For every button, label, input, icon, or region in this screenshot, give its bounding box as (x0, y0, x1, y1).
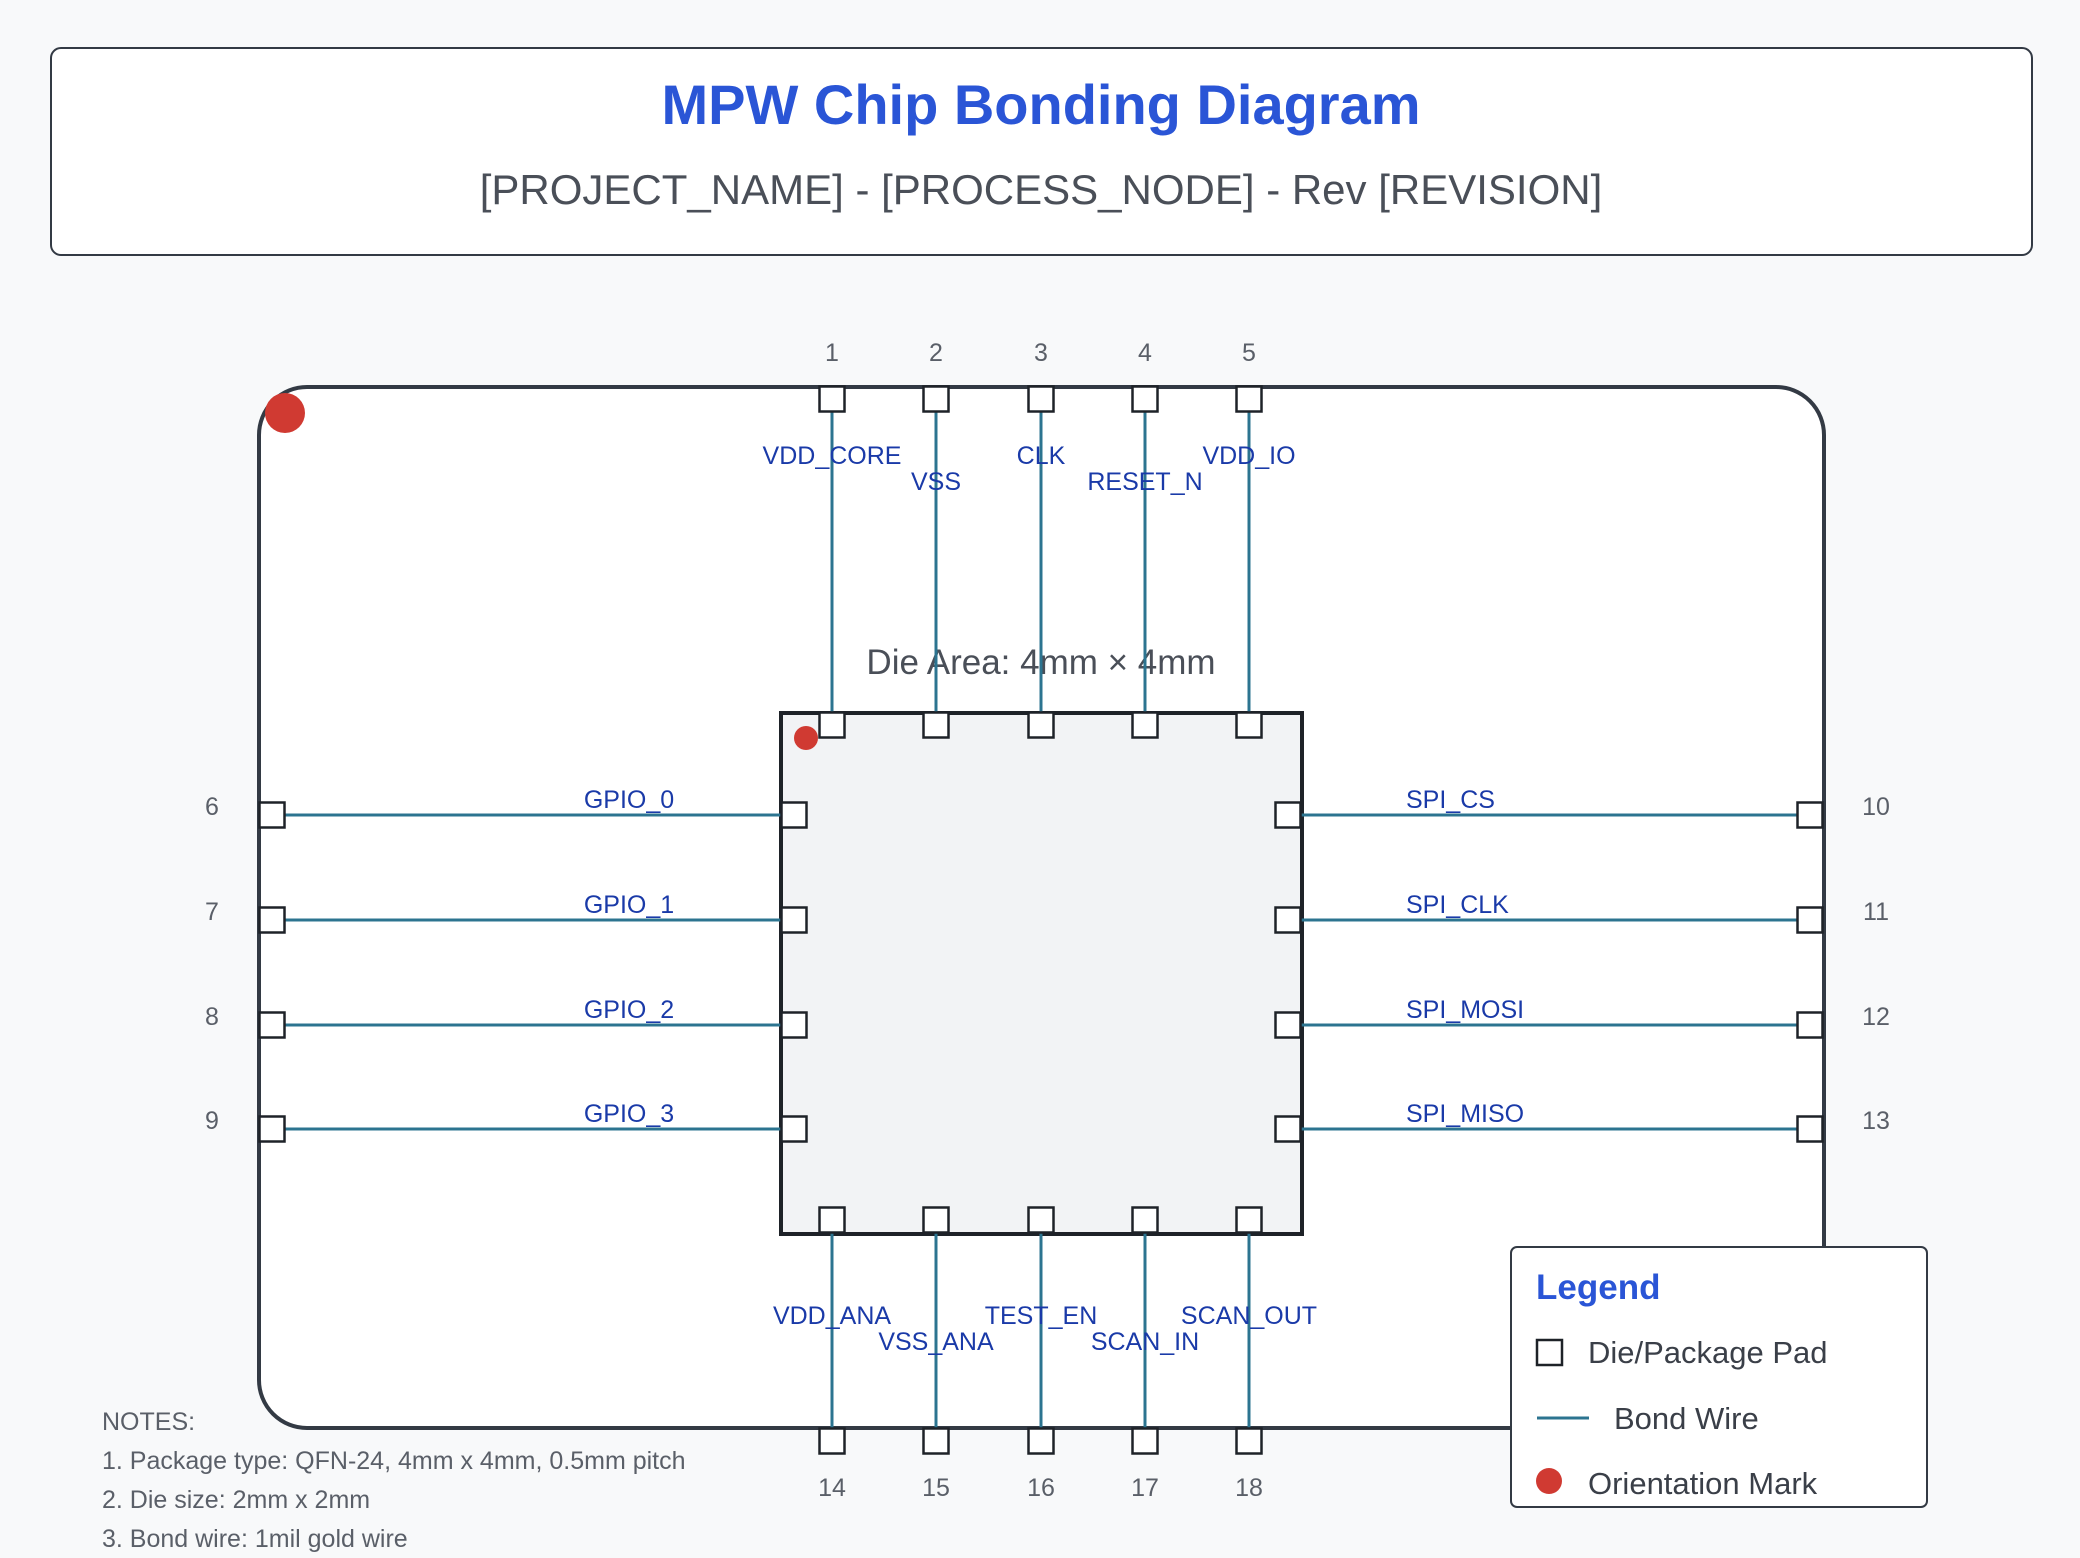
die-pad-14 (818, 1206, 846, 1234)
pin-label-clk: CLK (1017, 442, 1066, 470)
pin-label-test-en: TEST_EN (985, 1302, 1098, 1330)
die-pad-5 (1235, 711, 1263, 739)
legend-pad-label: Die/Package Pad (1588, 1335, 1828, 1370)
pin-label-gpio-1: GPIO_1 (584, 891, 674, 919)
pin-label-scan-in: SCAN_IN (1091, 1328, 1199, 1356)
pin-label-gpio-2: GPIO_2 (584, 996, 674, 1024)
package-pad-12 (1796, 1011, 1824, 1039)
package-pad-16 (1027, 1427, 1055, 1455)
pin-number-14: 14 (818, 1474, 846, 1502)
pin-number-12: 12 (1862, 1003, 1890, 1031)
pin-number-18: 18 (1235, 1474, 1263, 1502)
note-1: 1. Package type: QFN-24, 4mm x 4mm, 0.5m… (102, 1447, 686, 1475)
pin-label-vss-ana: VSS_ANA (878, 1328, 994, 1356)
legend-box (1510, 1246, 1928, 1508)
package-pad-17 (1131, 1427, 1159, 1455)
diagram-title: MPW Chip Bonding Diagram (661, 73, 1420, 136)
package-pad-4 (1131, 385, 1159, 413)
pin-label-gpio-0: GPIO_0 (584, 786, 674, 814)
die-pad-6 (780, 801, 808, 829)
pin-label-spi-miso: SPI_MISO (1406, 1100, 1524, 1128)
package-pad-1 (818, 385, 846, 413)
package-pad-11 (1796, 906, 1824, 934)
legend-mark-label: Orientation Mark (1588, 1466, 1818, 1501)
legend: Legend Die/Package Pad Bond Wire Orienta… (1510, 1246, 1928, 1508)
die-orientation-mark (794, 726, 818, 750)
pin-number-15: 15 (922, 1474, 950, 1502)
note-2: 2. Die size: 2mm x 2mm (102, 1486, 370, 1514)
die-pad-16 (1027, 1206, 1055, 1234)
die-pad-3 (1027, 711, 1055, 739)
pin-label-gpio-3: GPIO_3 (584, 1100, 674, 1128)
pin-number-1: 1 (825, 339, 839, 367)
package-pad-2 (922, 385, 950, 413)
die-pad-10 (1274, 801, 1302, 829)
package-pad-10 (1796, 801, 1824, 829)
legend-wire-label: Bond Wire (1614, 1401, 1759, 1436)
die-pad-9 (780, 1115, 808, 1143)
die-pad-17 (1131, 1206, 1159, 1234)
die-pad-13 (1274, 1115, 1302, 1143)
package-pad-5 (1235, 385, 1263, 413)
package-pad-13 (1796, 1115, 1824, 1143)
pin-number-2: 2 (929, 339, 943, 367)
pin-number-6: 6 (205, 793, 219, 821)
package-pad-9 (258, 1115, 286, 1143)
package-orientation-mark (265, 393, 305, 433)
pin-number-13: 13 (1862, 1107, 1890, 1135)
pin-label-scan-out: SCAN_OUT (1181, 1302, 1317, 1330)
pin-label-vss: VSS (911, 468, 961, 496)
package-pad-3 (1027, 385, 1055, 413)
note-3: 3. Bond wire: 1mil gold wire (102, 1525, 408, 1553)
package-pad-14 (818, 1427, 846, 1455)
pin-label-vdd-core: VDD_CORE (763, 442, 902, 470)
die-area (779, 711, 1304, 1236)
pin-label-spi-cs: SPI_CS (1406, 786, 1495, 814)
pin-number-16: 16 (1027, 1474, 1055, 1502)
pin-number-5: 5 (1242, 339, 1256, 367)
header-box (50, 47, 2033, 256)
pin-label-vdd-ana: VDD_ANA (773, 1302, 891, 1330)
pin-number-3: 3 (1034, 339, 1048, 367)
pin-label-vdd-io: VDD_IO (1202, 442, 1295, 470)
die-pad-1 (818, 711, 846, 739)
pin-number-11: 11 (1863, 898, 1889, 926)
die-pad-8 (780, 1011, 808, 1039)
package-pad-6 (258, 801, 286, 829)
die-pad-18 (1235, 1206, 1263, 1234)
die-pad-2 (922, 711, 950, 739)
pin-number-9: 9 (205, 1107, 219, 1135)
package-pad-7 (258, 906, 286, 934)
die-pad-12 (1274, 1011, 1302, 1039)
die-pad-15 (922, 1206, 950, 1234)
die-pad-7 (780, 906, 808, 934)
die-pad-4 (1131, 711, 1159, 739)
pin-number-10: 10 (1862, 793, 1890, 821)
pin-number-8: 8 (205, 1003, 219, 1031)
legend-title: Legend (1536, 1268, 1660, 1307)
package-pad-18 (1235, 1427, 1263, 1455)
package-pad-8 (258, 1011, 286, 1039)
notes-heading: NOTES: (102, 1408, 195, 1436)
pin-label-spi-mosi: SPI_MOSI (1406, 996, 1524, 1024)
pin-number-17: 17 (1131, 1474, 1159, 1502)
die-pad-11 (1274, 906, 1302, 934)
pin-number-4: 4 (1138, 339, 1152, 367)
package-pad-15 (922, 1427, 950, 1455)
pin-label-spi-clk: SPI_CLK (1406, 891, 1509, 919)
pin-number-7: 7 (205, 898, 219, 926)
legend-pad-icon (1535, 1338, 1564, 1367)
pin-label-reset-n: RESET_N (1087, 468, 1202, 496)
legend-mark-icon (1536, 1468, 1562, 1494)
diagram-subtitle: [PROJECT_NAME] - [PROCESS_NODE] - Rev [R… (480, 166, 1603, 213)
